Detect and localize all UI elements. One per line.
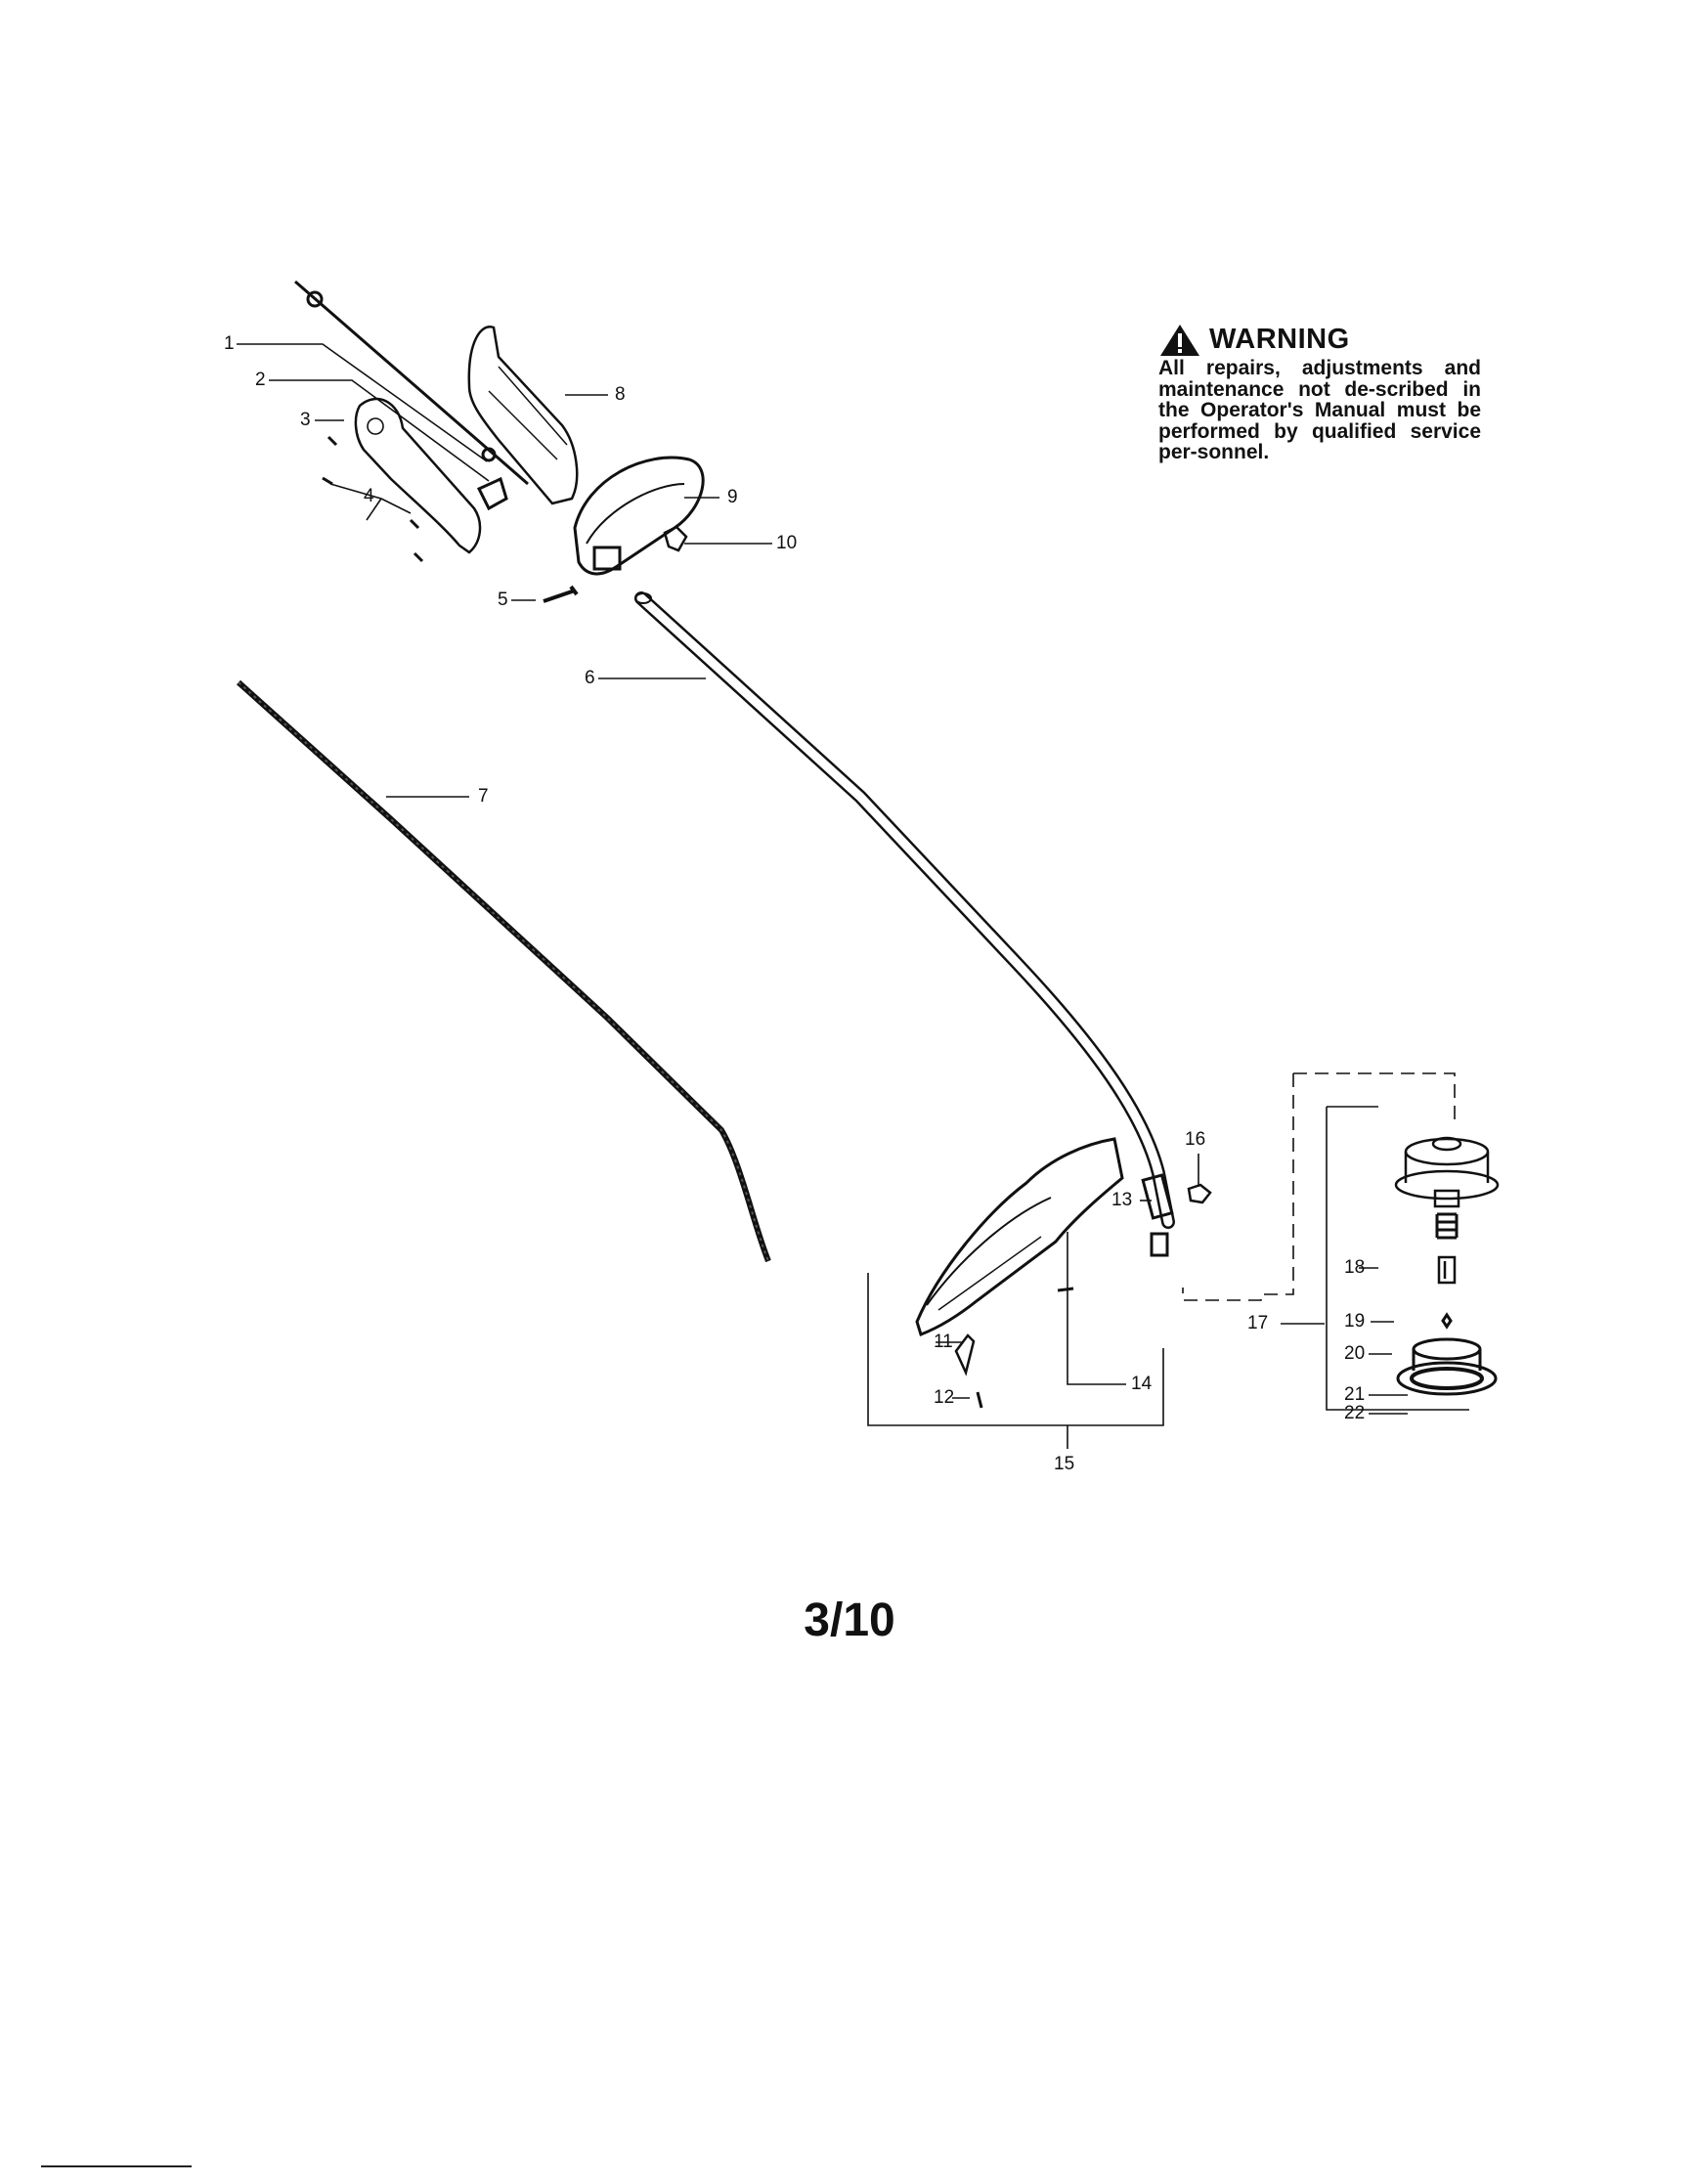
warning-box: WARNING All repairs, adjustments and mai… bbox=[1158, 323, 1481, 463]
spring bbox=[1435, 1212, 1459, 1240]
warning-icon-spacer bbox=[1158, 323, 1199, 356]
washer bbox=[1441, 1312, 1453, 1330]
assist-handle bbox=[573, 456, 705, 576]
callout-4: 4 bbox=[364, 486, 374, 506]
callout-3: 3 bbox=[300, 410, 311, 430]
leader-lines bbox=[237, 343, 1469, 1449]
callout-18: 18 bbox=[1344, 1257, 1366, 1278]
warning-header: WARNING bbox=[1158, 323, 1481, 356]
handle-half-right bbox=[467, 326, 579, 505]
callout-5: 5 bbox=[498, 590, 508, 610]
spool-housing bbox=[1394, 1136, 1500, 1208]
callout-22: 22 bbox=[1344, 1403, 1366, 1423]
shaft-clamp bbox=[1141, 1173, 1174, 1220]
callout-20: 20 bbox=[1344, 1343, 1366, 1364]
debris-guard bbox=[915, 1137, 1124, 1336]
callout-13: 13 bbox=[1111, 1190, 1133, 1210]
eyelet bbox=[1437, 1255, 1457, 1285]
callout-16: 16 bbox=[1185, 1129, 1206, 1150]
trimmer-spool bbox=[1396, 1337, 1498, 1396]
callout-6: 6 bbox=[585, 668, 595, 688]
callout-8: 8 bbox=[615, 384, 626, 405]
footer-rule bbox=[41, 2165, 192, 2167]
callout-14: 14 bbox=[1131, 1374, 1153, 1394]
callout-1: 1 bbox=[224, 333, 235, 354]
callout-12: 12 bbox=[934, 1387, 955, 1408]
warning-triangle-icon bbox=[1160, 325, 1199, 356]
warning-text: All repairs, adjustments and maintenance… bbox=[1158, 357, 1481, 463]
callout-21: 21 bbox=[1344, 1384, 1366, 1405]
callout-17: 17 bbox=[1247, 1313, 1269, 1333]
wing-knob bbox=[663, 525, 688, 552]
callout-15: 15 bbox=[1054, 1454, 1075, 1474]
callout-2: 2 bbox=[255, 370, 266, 390]
callout-11: 11 bbox=[934, 1332, 953, 1352]
flex-drive-cable bbox=[236, 679, 771, 1263]
warning-title: WARNING bbox=[1209, 323, 1350, 355]
page-number: 3/10 bbox=[804, 1594, 895, 1646]
bolt bbox=[543, 589, 576, 603]
callout-7: 7 bbox=[478, 786, 489, 807]
throttle-cable bbox=[294, 280, 529, 486]
wing-nut bbox=[1187, 1183, 1212, 1204]
callout-19: 19 bbox=[1344, 1311, 1366, 1332]
callout-10: 10 bbox=[776, 533, 798, 553]
line-cutter-blade bbox=[954, 1333, 976, 1376]
throttle-trigger bbox=[476, 476, 508, 511]
handle-half-left bbox=[354, 397, 482, 554]
callout-9: 9 bbox=[727, 487, 738, 507]
